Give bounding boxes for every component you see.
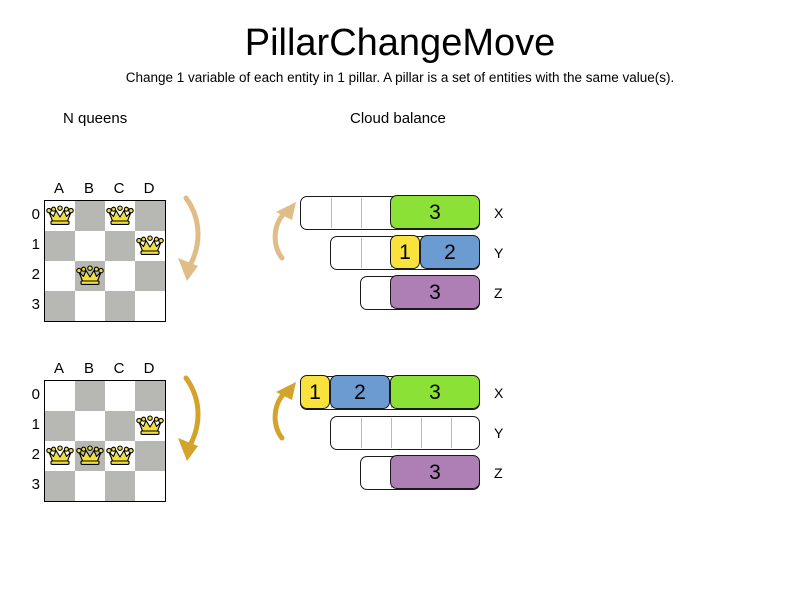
board-cell-a0[interactable] (45, 381, 75, 411)
queen-icon (136, 234, 164, 258)
move-arrow-nqueens-before (178, 195, 201, 281)
process-block-1[interactable]: 1 (390, 235, 420, 269)
computer-label-x: X (494, 385, 504, 401)
page-header: PillarChangeMove Change 1 variable of ea… (0, 0, 800, 85)
queen-icon (46, 204, 74, 228)
bar-cell-divider (361, 418, 362, 448)
board-cell-c3[interactable] (105, 471, 135, 501)
board-cell-d0[interactable] (135, 201, 165, 231)
board-rank-label-1: 1 (31, 236, 40, 253)
board-file-label-c: C (113, 360, 125, 377)
process-block-1[interactable]: 1 (300, 375, 330, 409)
board-rank-label-1: 1 (31, 416, 40, 433)
computer-capacity-bar[interactable] (330, 416, 480, 450)
queen-icon (76, 264, 104, 288)
board-file-label-b: B (83, 180, 94, 197)
board-cell-c0[interactable] (105, 201, 135, 231)
board-rank-label-3: 3 (31, 476, 40, 493)
board-cell-d1[interactable] (135, 411, 165, 441)
board-cell-a2[interactable] (45, 441, 75, 471)
board-cell-c1[interactable] (105, 411, 135, 441)
board-cell-c0[interactable] (105, 381, 135, 411)
board-file-label-a: A (53, 180, 64, 197)
board-file-label-d: D (143, 360, 155, 377)
board-file-label-c: C (113, 180, 125, 197)
board-file-labels: A B C D (44, 360, 164, 380)
board-grid (44, 200, 166, 322)
queen-icon (136, 414, 164, 438)
computer-label-z: Z (494, 285, 503, 301)
board-cell-c1[interactable] (105, 231, 135, 261)
board-cell-b1[interactable] (75, 231, 105, 261)
process-block-3[interactable]: 3 (390, 275, 480, 309)
bar-cell-divider (331, 198, 332, 228)
board-cell-b0[interactable] (75, 201, 105, 231)
bar-cell-divider (421, 418, 422, 448)
bar-cell-divider (451, 418, 452, 448)
board-cell-b2[interactable] (75, 261, 105, 291)
queen-icon (106, 204, 134, 228)
board-file-label-d: D (143, 180, 155, 197)
process-block-2[interactable]: 2 (330, 375, 390, 409)
move-arrow-cloud-after (272, 382, 296, 441)
board-cell-a0[interactable] (45, 201, 75, 231)
section-heading-nqueens: N queens (63, 110, 128, 127)
board-cell-a2[interactable] (45, 261, 75, 291)
board-cell-a3[interactable] (45, 291, 75, 321)
queen-icon (106, 444, 134, 468)
process-block-3[interactable]: 3 (390, 455, 480, 489)
bar-cell-divider (361, 198, 362, 228)
board-rank-label-0: 0 (31, 206, 40, 223)
process-block-3[interactable]: 3 (390, 195, 480, 229)
board-cell-b1[interactable] (75, 411, 105, 441)
board-cell-c3[interactable] (105, 291, 135, 321)
board-cell-d1[interactable] (135, 231, 165, 261)
page-title: PillarChangeMove (244, 22, 556, 64)
board-file-label-a: A (53, 360, 64, 377)
board-cell-b2[interactable] (75, 441, 105, 471)
process-block-3[interactable]: 3 (390, 375, 480, 409)
board-cell-d2[interactable] (135, 261, 165, 291)
board-cell-d3[interactable] (135, 471, 165, 501)
board-rank-label-0: 0 (31, 386, 40, 403)
board-cell-a1[interactable] (45, 411, 75, 441)
board-rank-label-2: 2 (31, 266, 40, 283)
queen-icon (76, 444, 104, 468)
page-subtitle: Change 1 variable of each entity in 1 pi… (125, 69, 675, 85)
board-cell-c2[interactable] (105, 441, 135, 471)
computer-label-x: X (494, 205, 504, 221)
board-cell-c2[interactable] (105, 261, 135, 291)
board-cell-a3[interactable] (45, 471, 75, 501)
bar-cell-divider (361, 238, 362, 268)
board-cell-a1[interactable] (45, 231, 75, 261)
board-cell-d2[interactable] (135, 441, 165, 471)
board-grid (44, 380, 166, 502)
move-arrow-nqueens-after (178, 375, 201, 461)
board-rank-labels: 0 1 2 3 (24, 200, 42, 320)
bar-cell-divider (391, 418, 392, 448)
computer-label-y: Y (494, 425, 504, 441)
section-heading-cloud: Cloud balance (350, 110, 446, 127)
board-rank-label-2: 2 (31, 446, 40, 463)
process-block-2[interactable]: 2 (420, 235, 480, 269)
board-file-label-b: B (83, 360, 94, 377)
move-arrow-cloud-before (272, 202, 296, 261)
board-cell-b3[interactable] (75, 291, 105, 321)
board-cell-d3[interactable] (135, 291, 165, 321)
board-rank-label-3: 3 (31, 296, 40, 313)
board-cell-b3[interactable] (75, 471, 105, 501)
board-cell-d0[interactable] (135, 381, 165, 411)
queen-icon (46, 444, 74, 468)
board-file-labels: A B C D (44, 180, 164, 200)
board-rank-labels: 0 1 2 3 (24, 380, 42, 500)
board-cell-b0[interactable] (75, 381, 105, 411)
computer-label-z: Z (494, 465, 503, 481)
computer-label-y: Y (494, 245, 504, 261)
